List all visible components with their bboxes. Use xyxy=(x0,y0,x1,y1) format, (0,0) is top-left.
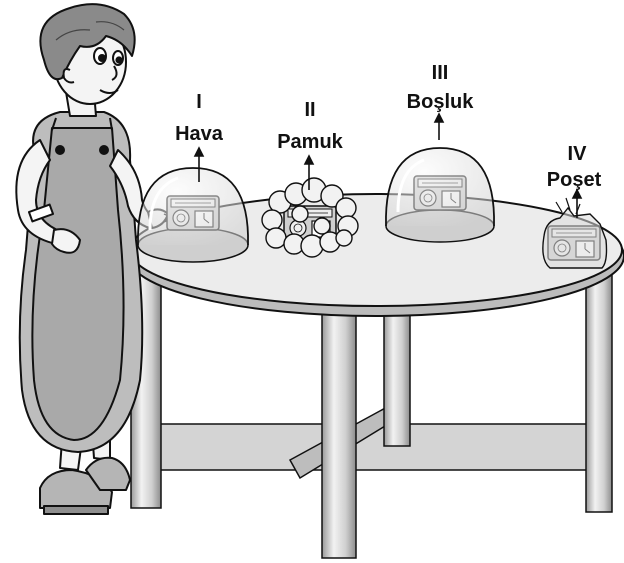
label-numeral-vacuum: III xyxy=(432,62,449,84)
table-leg-right xyxy=(586,262,612,512)
label-numeral-air: I xyxy=(196,91,202,113)
table-leg-front xyxy=(322,302,356,558)
glass-dome-air xyxy=(138,168,248,245)
setup-cotton xyxy=(262,178,358,257)
label-name-air: Hava xyxy=(175,123,224,145)
label-name-bag: Poşet xyxy=(547,169,602,191)
setup-vacuum-dome xyxy=(386,148,494,242)
setup-air-dome xyxy=(138,168,248,262)
setup-bag xyxy=(543,198,607,268)
label-numeral-bag: IV xyxy=(568,143,588,165)
label-name-vacuum: Boşluk xyxy=(407,91,475,113)
table-brace-horizontal xyxy=(160,424,600,470)
label-numeral-cotton: II xyxy=(304,99,315,121)
label-name-cotton: Pamuk xyxy=(277,131,343,153)
